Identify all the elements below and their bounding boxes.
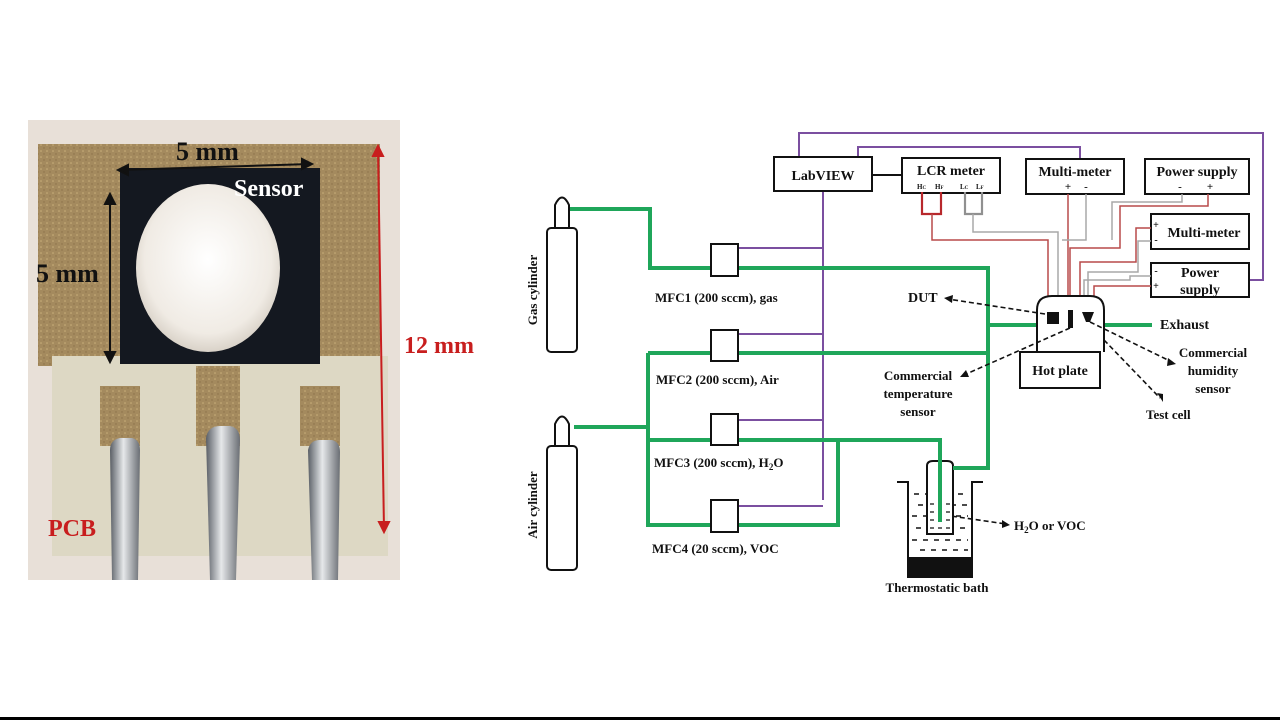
svg-text:+: + — [1065, 181, 1071, 193]
mfc4-box — [710, 499, 739, 533]
pcb-pad — [300, 386, 340, 446]
sensor-photo: 5 mm 5 mm Sensor PCB — [28, 120, 400, 580]
power-supply-top-box: Power supply - + — [1144, 158, 1250, 195]
gas-cylinder-label: Gas cylinder — [525, 255, 540, 326]
svg-text:Commercial: Commercial — [1179, 345, 1248, 360]
sensor-film — [136, 184, 280, 352]
mfc1-box — [710, 243, 739, 277]
exhaust-label: Exhaust — [1160, 318, 1209, 333]
svg-text:Commercial: Commercial — [884, 368, 953, 383]
grey-wires — [963, 192, 1183, 310]
svg-text:Power supply: Power supply — [1156, 165, 1237, 180]
total-height-label: 12 mm — [404, 333, 474, 359]
pcb-pad — [100, 386, 140, 446]
pin — [110, 438, 140, 580]
bath-heater — [908, 557, 972, 577]
mfc1-label: MFC1 (200 sccm), gas — [655, 290, 778, 305]
gas-cylinder — [546, 196, 578, 353]
lcr-terminal-hc: HC — [917, 183, 926, 191]
lcr-terminal-lf: LF — [976, 183, 984, 191]
humidity-sensor-label: Commercial humidity sensor — [1179, 345, 1248, 396]
total-dimension-arrow — [371, 143, 391, 535]
svg-text:+: + — [1153, 220, 1159, 231]
control-lines — [738, 132, 1264, 507]
svg-text:temperature: temperature — [883, 386, 952, 401]
mfc4-label: MFC4 (20 sccm), VOC — [652, 541, 779, 556]
h2o-voc-label: H2O or VOC — [1014, 518, 1086, 535]
sensor-label: Sensor — [234, 176, 304, 202]
svg-text:Multi-meter: Multi-meter — [1038, 165, 1111, 180]
pointer-arrows — [943, 298, 1173, 525]
humidity-sensor-element — [1082, 312, 1094, 322]
hot-plate — [1019, 351, 1101, 389]
svg-text:Multi-meter: Multi-meter — [1167, 226, 1240, 241]
air-cylinder — [546, 415, 578, 571]
lcr-terminal-lc: LC — [960, 183, 969, 191]
multimeter-side-box: Multi-meter + - — [1150, 213, 1250, 250]
svg-text:LCR meter: LCR meter — [917, 164, 985, 179]
pin — [206, 426, 240, 580]
mfc3-box — [710, 413, 739, 446]
svg-text:sensor: sensor — [1195, 381, 1231, 396]
svg-text:Power: Power — [1181, 266, 1219, 281]
dut-element — [1047, 312, 1059, 324]
svg-text:-: - — [1154, 235, 1157, 246]
test-cell-label: Test cell — [1146, 407, 1191, 422]
lcr-meter-box: LCR meter HC HF LC LF — [901, 157, 1001, 194]
svg-text:+: + — [1153, 281, 1159, 292]
power-supply-side-box: Power supply - + — [1150, 262, 1250, 298]
svg-text:humidity: humidity — [1188, 363, 1239, 378]
bottom-rule — [0, 717, 1280, 720]
mfc3-label: MFC3 (200 sccm), H2O — [654, 455, 783, 472]
thermostatic-bath-label: Thermostatic bath — [886, 580, 990, 595]
vial-lines — [938, 440, 962, 522]
lcr-terminal-hf: HF — [935, 183, 944, 191]
multimeter-top-box: Multi-meter + - — [1025, 158, 1125, 195]
pointer-arrowheads — [944, 295, 1176, 528]
temp-sensor-element — [1068, 310, 1073, 328]
height-label: 5 mm — [36, 259, 99, 288]
mfc-boxes — [710, 243, 739, 533]
svg-text:-: - — [1178, 181, 1182, 193]
mfc2-label: MFC2 (200 sccm), Air — [656, 372, 779, 387]
dut-label: DUT — [908, 291, 938, 306]
svg-text:LabVIEW: LabVIEW — [791, 169, 854, 184]
temp-sensor-label: Commercial temperature sensor — [883, 368, 952, 419]
pcb-label: PCB — [48, 516, 96, 542]
mfc2-box — [710, 329, 739, 362]
svg-text:-: - — [1154, 266, 1157, 277]
hot-plate-label: Hot plate — [1032, 364, 1088, 379]
svg-text:sensor: sensor — [900, 404, 936, 419]
svg-text:+: + — [1207, 181, 1213, 193]
width-label: 5 mm — [176, 137, 239, 166]
svg-text:-: - — [1084, 181, 1088, 193]
red-wires — [920, 192, 1209, 310]
width-dimension-arrow — [115, 157, 315, 177]
pin — [308, 440, 340, 580]
height-dimension-arrow — [103, 191, 117, 365]
air-cylinder-label: Air cylinder — [525, 471, 540, 539]
svg-text:supply: supply — [1180, 283, 1220, 298]
labview-box: LabVIEW — [773, 156, 873, 192]
